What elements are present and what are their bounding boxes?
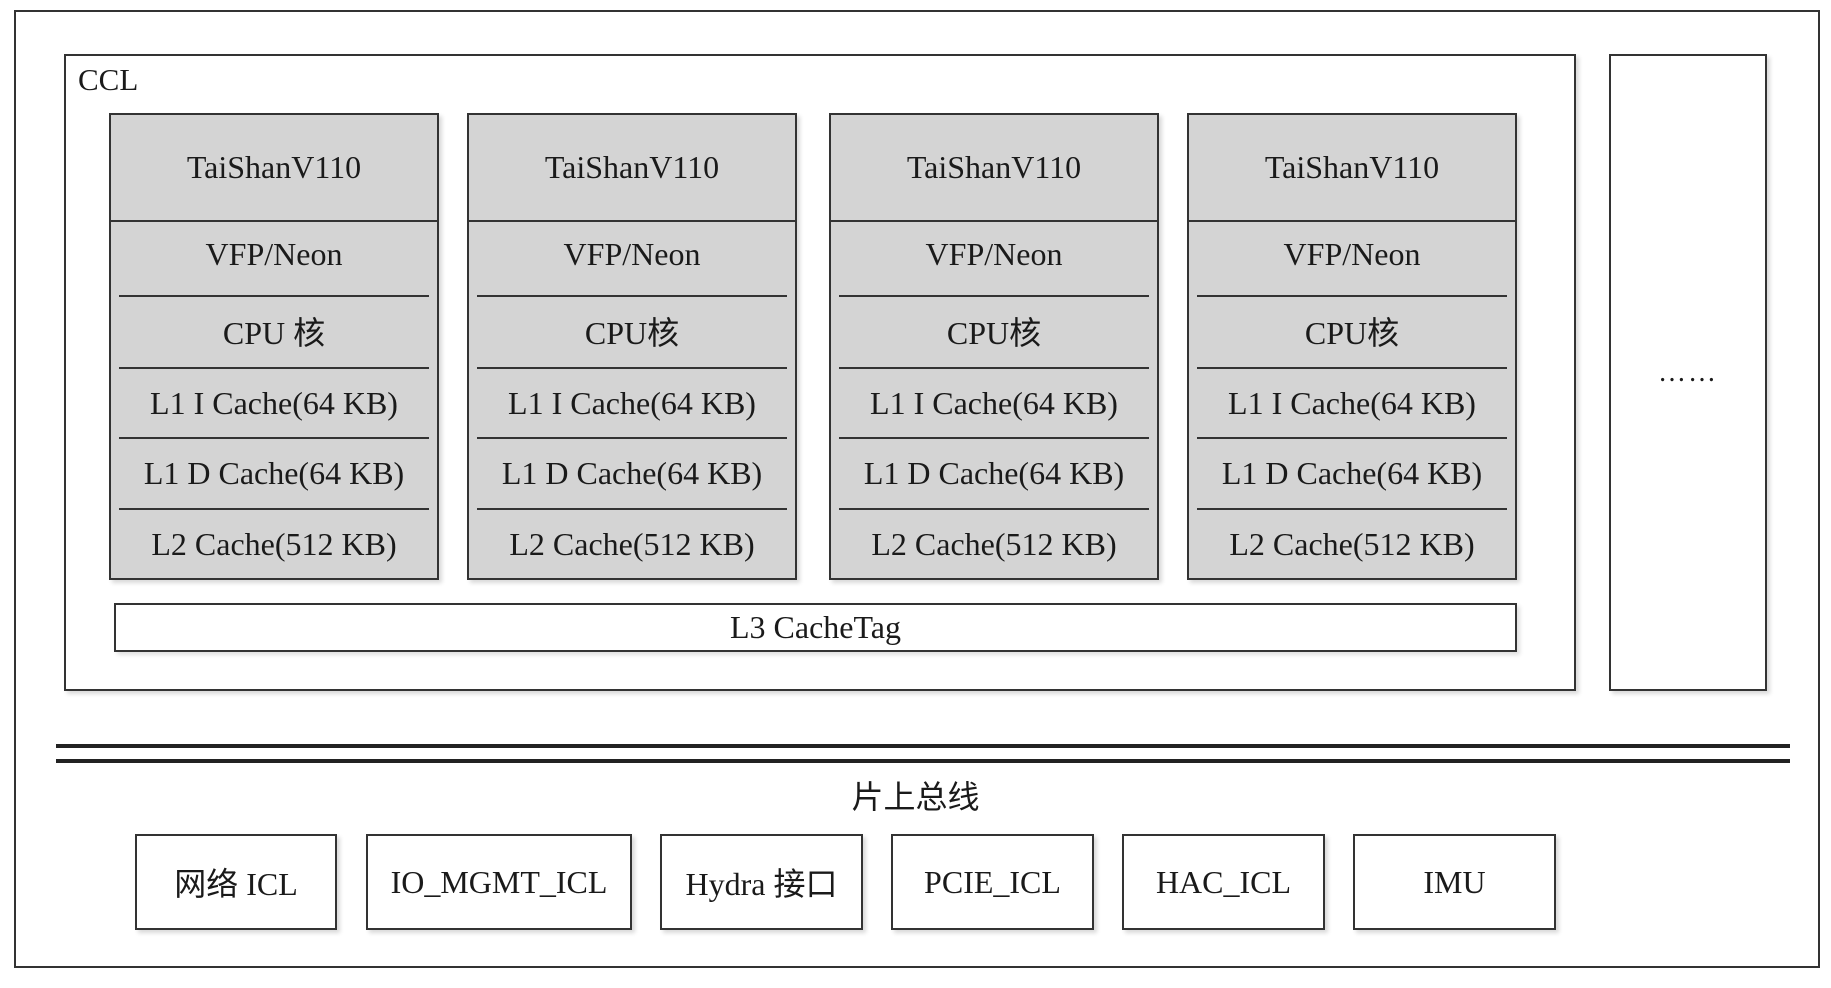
layer-l2-cache: L2 Cache(512 KB) xyxy=(509,525,755,562)
layer-divider xyxy=(477,508,787,510)
core-title: TaiShanV110 xyxy=(111,115,437,222)
layer-divider xyxy=(477,367,787,369)
layer-l1d-cache: L1 D Cache(64 KB) xyxy=(143,454,405,491)
layer-divider xyxy=(477,295,787,297)
layer-l1d-cache: L1 D Cache(64 KB) xyxy=(1221,454,1483,491)
core-block-1: TaiShanV110 VFP/Neon CPU 核 L1 I Cache(64… xyxy=(109,113,439,580)
layer-l1i-cache: L1 I Cache(64 KB) xyxy=(870,384,1118,421)
layer-divider xyxy=(839,508,1149,510)
layer-vfp-neon: VFP/Neon xyxy=(563,236,701,272)
layer-cpu-core: CPU 核 xyxy=(222,315,326,351)
layer-divider xyxy=(119,437,429,439)
layer-divider xyxy=(119,367,429,369)
layer-divider xyxy=(1197,367,1507,369)
layer-l1i-cache: L1 I Cache(64 KB) xyxy=(150,384,398,421)
layer-l2-cache: L2 Cache(512 KB) xyxy=(871,525,1117,562)
device-network-icl: 网络 ICL xyxy=(135,834,337,930)
bus-line-top xyxy=(56,744,1790,748)
layer-divider xyxy=(839,367,1149,369)
layer-divider xyxy=(1197,295,1507,297)
device-hac-icl: HAC_ICL xyxy=(1122,834,1325,930)
layer-cpu-core: CPU核 xyxy=(584,315,680,351)
layer-vfp-neon: VFP/Neon xyxy=(205,236,343,272)
layer-vfp-neon: VFP/Neon xyxy=(925,236,1063,272)
device-io-mgmt-icl: IO_MGMT_ICL xyxy=(366,834,632,930)
device-imu: IMU xyxy=(1353,834,1556,930)
core-block-2: TaiShanV110 VFP/Neon CPU核 L1 I Cache(64 … xyxy=(467,113,797,580)
core-title: TaiShanV110 xyxy=(831,115,1157,222)
layer-vfp-neon: VFP/Neon xyxy=(1283,236,1421,272)
layer-divider xyxy=(839,295,1149,297)
layer-divider xyxy=(119,508,429,510)
layer-cpu-core: CPU核 xyxy=(946,315,1042,351)
core-title: TaiShanV110 xyxy=(469,115,795,222)
bus-line-bottom xyxy=(56,759,1790,763)
layer-divider xyxy=(1197,508,1507,510)
layer-cpu-core: CPU核 xyxy=(1304,315,1400,351)
l3-cache-tag: L3 CacheTag xyxy=(114,603,1517,652)
core-block-4: TaiShanV110 VFP/Neon CPU核 L1 I Cache(64 … xyxy=(1187,113,1517,580)
layer-divider xyxy=(119,295,429,297)
layer-l1i-cache: L1 I Cache(64 KB) xyxy=(508,384,756,421)
more-clusters-box: …… xyxy=(1609,54,1767,691)
layer-divider xyxy=(839,437,1149,439)
core-block-3: TaiShanV110 VFP/Neon CPU核 L1 I Cache(64 … xyxy=(829,113,1159,580)
ccl-cluster xyxy=(64,54,1576,691)
core-title: TaiShanV110 xyxy=(1189,115,1515,222)
layer-l1d-cache: L1 D Cache(64 KB) xyxy=(863,454,1125,491)
layer-divider xyxy=(477,437,787,439)
device-hydra-interface: Hydra 接口 xyxy=(660,834,863,930)
layer-l1d-cache: L1 D Cache(64 KB) xyxy=(501,454,763,491)
layer-l1i-cache: L1 I Cache(64 KB) xyxy=(1228,384,1476,421)
ccl-label: CCL xyxy=(78,62,139,97)
layer-divider xyxy=(1197,437,1507,439)
soc-outer-frame xyxy=(14,10,1820,968)
layer-l2-cache: L2 Cache(512 KB) xyxy=(151,525,397,562)
layer-l2-cache: L2 Cache(512 KB) xyxy=(1229,525,1475,562)
bus-label: 片上总线 xyxy=(851,779,980,815)
device-pcie-icl: PCIE_ICL xyxy=(891,834,1094,930)
